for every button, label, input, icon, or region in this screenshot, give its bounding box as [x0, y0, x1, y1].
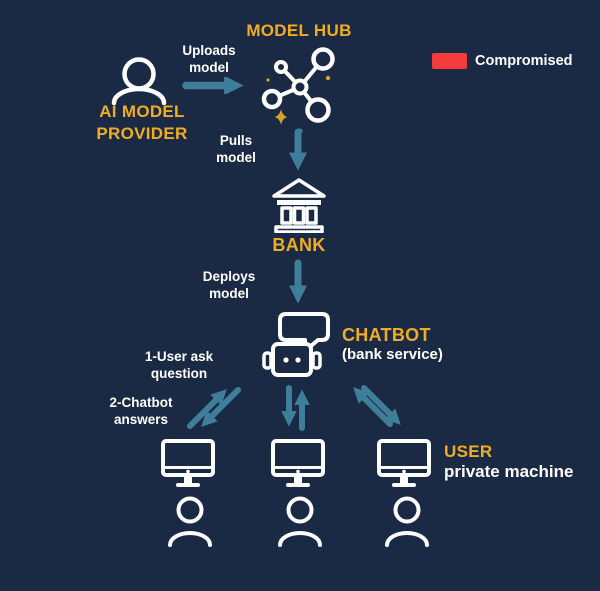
- user-person-icon: [278, 496, 322, 547]
- bank-label: BANK: [272, 235, 326, 255]
- user-ask-line1: 1-User ask: [144, 349, 214, 364]
- pulls-label-line1: Pulls: [219, 133, 253, 148]
- user-person-icon: [385, 496, 429, 547]
- chatbot-sublabel: (bank service): [342, 346, 443, 363]
- deploys-label-line2: model: [209, 285, 249, 301]
- pulls-arrow: [289, 128, 307, 171]
- chatbot-answers-line1: 2-Chatbot: [109, 395, 173, 410]
- pulls-model-label: Pulls model: [204, 133, 268, 167]
- ai-model-provider-label: AI MODEL PROVIDER: [62, 101, 222, 145]
- uploads-label-line1: Uploads: [182, 43, 236, 58]
- chatbot-label: CHATBOT: [342, 325, 431, 345]
- model-hub-label: MODEL HUB: [246, 21, 352, 40]
- provider-label-line1: AI MODEL: [99, 102, 185, 121]
- middle-user-arrows: [281, 385, 310, 431]
- deploys-model-label: Deploys model: [196, 269, 262, 303]
- compromised-swatch-icon: [432, 53, 467, 69]
- sparkle-icon: [275, 109, 287, 125]
- monitor-icon: [271, 439, 325, 487]
- deploys-arrow: [289, 259, 307, 304]
- legend: Compromised: [432, 53, 573, 69]
- deploys-label-line1: Deploys: [202, 269, 256, 284]
- bank-icon: [272, 178, 326, 233]
- ai-model-provider-icon: [111, 57, 167, 105]
- user-sublabel: private machine: [444, 462, 574, 481]
- user-person-icon: [168, 496, 212, 547]
- legend-label: Compromised: [475, 53, 573, 69]
- chatbot-answers-line2: answers: [113, 411, 169, 427]
- uploads-model-label: Uploads model: [159, 43, 259, 77]
- chatbot-answers-label: 2-Chatbot answers: [85, 395, 197, 429]
- uploads-label-line2: model: [189, 59, 229, 75]
- uploads-arrow: [182, 77, 244, 94]
- user-label: USER: [444, 442, 493, 461]
- right-user-arrows: [353, 385, 401, 427]
- user-ask-label: 1-User ask question: [123, 349, 235, 383]
- left-user-arrows: [187, 387, 241, 429]
- pulls-label-line2: model: [216, 149, 256, 165]
- chatbot-icon: [262, 312, 330, 377]
- monitor-icon: [377, 439, 431, 487]
- provider-label-line2: PROVIDER: [96, 124, 188, 144]
- monitor-icon: [161, 439, 215, 487]
- model-hub-icon: [261, 47, 335, 134]
- user-ask-line2: question: [150, 365, 208, 381]
